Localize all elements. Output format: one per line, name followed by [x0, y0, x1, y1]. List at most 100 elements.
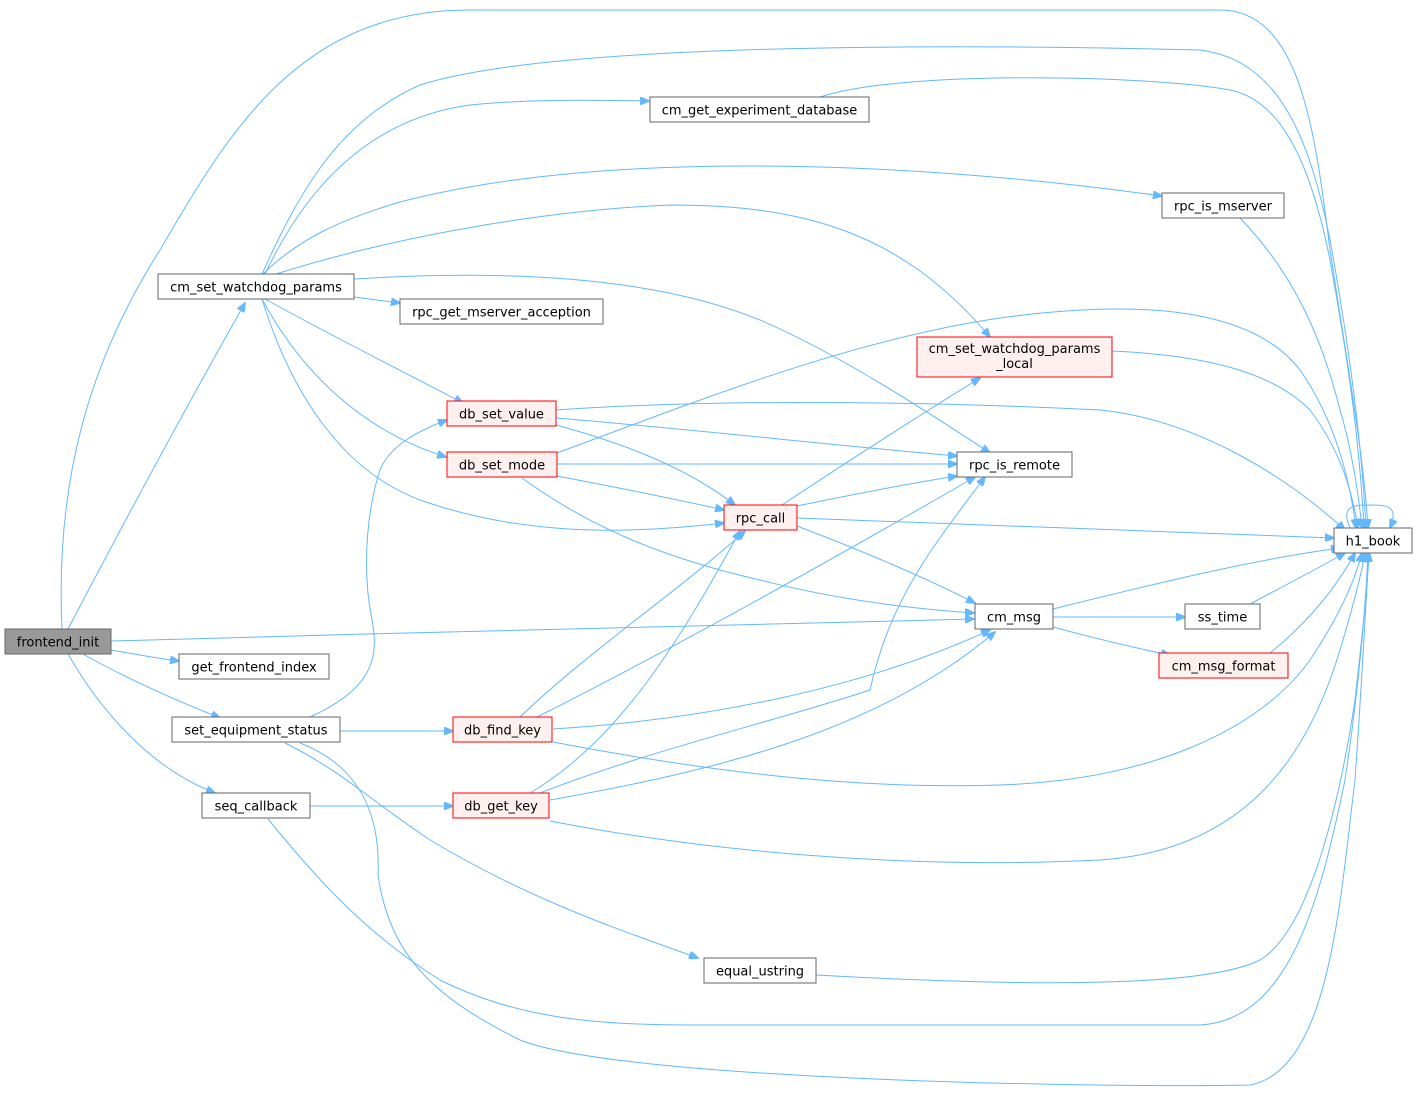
edge-frontend_init-cm_msg — [110, 619, 974, 642]
edge-db_set_value-h1_book — [555, 402, 1345, 531]
edge-rpc_call-rpc_is_remote — [796, 476, 957, 507]
edge-db_set_mode-rpc_call — [556, 475, 724, 510]
edge-equal_ustring-h1_book — [815, 553, 1369, 984]
node-label: ss_time — [1198, 611, 1247, 626]
node-db_set_mode[interactable]: db_set_mode — [446, 451, 558, 478]
node-box — [649, 96, 870, 123]
node-label: cm_set_watchdog_params — [929, 342, 1101, 357]
edge-db_get_key-rpc_call — [529, 531, 740, 794]
edge-seq_callback-h1_book — [267, 553, 1368, 1026]
node-label: db_set_value — [459, 408, 544, 423]
node-label: seq_callback — [215, 800, 298, 815]
edge-h1_book-h1_book — [1346, 504, 1393, 528]
edge-set_equipment_status-db_set_value — [309, 420, 447, 718]
node-db_get_key[interactable]: db_get_key — [452, 792, 550, 819]
edge-cm_set_watchdog_params-rpc_is_remote — [353, 274, 990, 453]
node-rpc_is_mserver[interactable]: rpc_is_mserver — [1161, 192, 1285, 219]
node-cm_msg_format[interactable]: cm_msg_format — [1158, 652, 1289, 679]
edge-cm_get_experiment_database-h1_book — [819, 77, 1364, 528]
edge-cm_set_watchdog_params-cm_get_experiment_database — [264, 100, 649, 275]
edge-cm_set_watchdog_params_local-h1_book — [1111, 350, 1358, 528]
edge-db_set_value-rpc_call — [555, 424, 735, 505]
node-box — [1161, 192, 1285, 219]
edge-layer — [60, 9, 1393, 1087]
node-box — [399, 298, 604, 325]
node-label: rpc_get_mserver_acception — [412, 306, 591, 321]
edge-db_find_key-h1_book — [552, 553, 1362, 787]
edge-db_set_mode-h1_book — [556, 308, 1356, 528]
edge-cm_set_watchdog_params-rpc_call — [261, 298, 724, 531]
node-label: rpc_is_mserver — [1174, 200, 1273, 215]
edge-ss_time-h1_book — [1249, 553, 1345, 605]
node-box — [1333, 527, 1413, 554]
node-layer: frontend_init cm_set_watchdog_params cm_ge… — [4, 96, 1413, 984]
edge-frontend_init-seq_callback — [67, 653, 215, 793]
edge-db_get_key-cm_msg — [549, 632, 995, 801]
node-cm_set_watchdog_params[interactable]: cm_set_watchdog_params — [157, 273, 355, 300]
edge-frontend_init-h1_book — [60, 9, 1368, 630]
edge-rpc_call-cm_msg — [796, 525, 975, 603]
node-box — [1184, 603, 1261, 630]
node-seq_callback[interactable]: seq_callback — [201, 792, 311, 819]
edge-frontend_init-get_frontend_index — [110, 649, 179, 661]
edge-cm_msg-cm_msg_format — [1052, 626, 1170, 655]
edge-frontend_init-set_equipment_status — [82, 653, 220, 718]
node-box — [446, 451, 558, 478]
node-box — [201, 792, 311, 819]
node-cm_set_watchdog_params_local[interactable]: cm_set_watchdog_params_local — [916, 336, 1113, 378]
node-label: h1_book — [1346, 535, 1401, 550]
edge-cm_set_watchdog_params-rpc_get_mserver_acception — [353, 296, 400, 303]
node-box — [157, 273, 355, 300]
edge-db_find_key-cm_msg — [552, 630, 990, 730]
node-label: cm_get_experiment_database — [662, 104, 858, 119]
node-box — [452, 792, 550, 819]
node-label: db_get_key — [464, 800, 538, 815]
node-label: rpc_call — [736, 512, 786, 527]
node-label: equal_ustring — [716, 965, 804, 980]
edge-cm_set_watchdog_params-rpc_is_mserver — [262, 165, 1162, 275]
edge-cm_set_watchdog_params-cm_set_watchdog_params_local — [275, 204, 990, 337]
edge-db_find_key-rpc_call — [519, 531, 745, 718]
node-box — [974, 603, 1054, 630]
node-equal_ustring[interactable]: equal_ustring — [703, 957, 817, 984]
edge-db_get_key-h1_book — [549, 553, 1365, 864]
edge-rpc_is_mserver-h1_book — [1239, 217, 1362, 528]
edge-rpc_call-cm_set_watchdog_params_local — [781, 378, 980, 506]
node-label: rpc_is_remote — [969, 459, 1060, 474]
node-cm_get_experiment_database[interactable]: cm_get_experiment_database — [649, 96, 870, 123]
edge-cm_set_watchdog_params-db_set_mode — [261, 298, 446, 457]
node-db_set_value[interactable]: db_set_value — [446, 400, 557, 427]
node-get_frontend_index[interactable]: get_frontend_index — [178, 653, 330, 680]
node-label: cm_msg — [987, 611, 1041, 626]
node-rpc_is_remote[interactable]: rpc_is_remote — [956, 451, 1073, 478]
node-label: cm_set_watchdog_params — [170, 281, 342, 296]
edge-db_find_key-rpc_is_remote — [536, 477, 975, 718]
node-box — [4, 628, 112, 655]
node-rpc_get_mserver_acception[interactable]: rpc_get_mserver_acception — [399, 298, 604, 325]
edge-rpc_call-h1_book — [796, 517, 1334, 538]
node-box — [1158, 652, 1289, 679]
node-rpc_call[interactable]: rpc_call — [723, 504, 798, 531]
edge-db_set_mode-cm_msg — [521, 477, 974, 613]
node-box — [446, 400, 557, 427]
node-h1_book[interactable]: h1_book — [1333, 527, 1413, 554]
edge-set_equipment_status-equal_ustring — [284, 742, 698, 958]
node-ss_time[interactable]: ss_time — [1184, 603, 1261, 630]
edge-cm_msg_format-h1_book — [1269, 553, 1355, 654]
node-db_find_key[interactable]: db_find_key — [452, 716, 553, 743]
node-box — [723, 504, 798, 531]
node-box — [171, 716, 341, 743]
node-label-line2: _local — [995, 357, 1033, 372]
node-frontend_init[interactable]: frontend_init — [4, 628, 112, 655]
edge-db_set_value-rpc_is_remote — [555, 417, 957, 456]
node-cm_msg[interactable]: cm_msg — [974, 603, 1054, 630]
node-label: get_frontend_index — [191, 661, 317, 676]
node-set_equipment_status[interactable]: set_equipment_status — [171, 716, 341, 743]
node-label: cm_msg_format — [1172, 660, 1276, 675]
node-label: db_set_mode — [459, 459, 545, 474]
node-box — [956, 451, 1073, 478]
edge-cm_set_watchdog_params-db_set_value — [264, 298, 463, 403]
node-label: db_find_key — [464, 724, 541, 739]
edge-cm_msg-h1_book — [1052, 548, 1340, 610]
